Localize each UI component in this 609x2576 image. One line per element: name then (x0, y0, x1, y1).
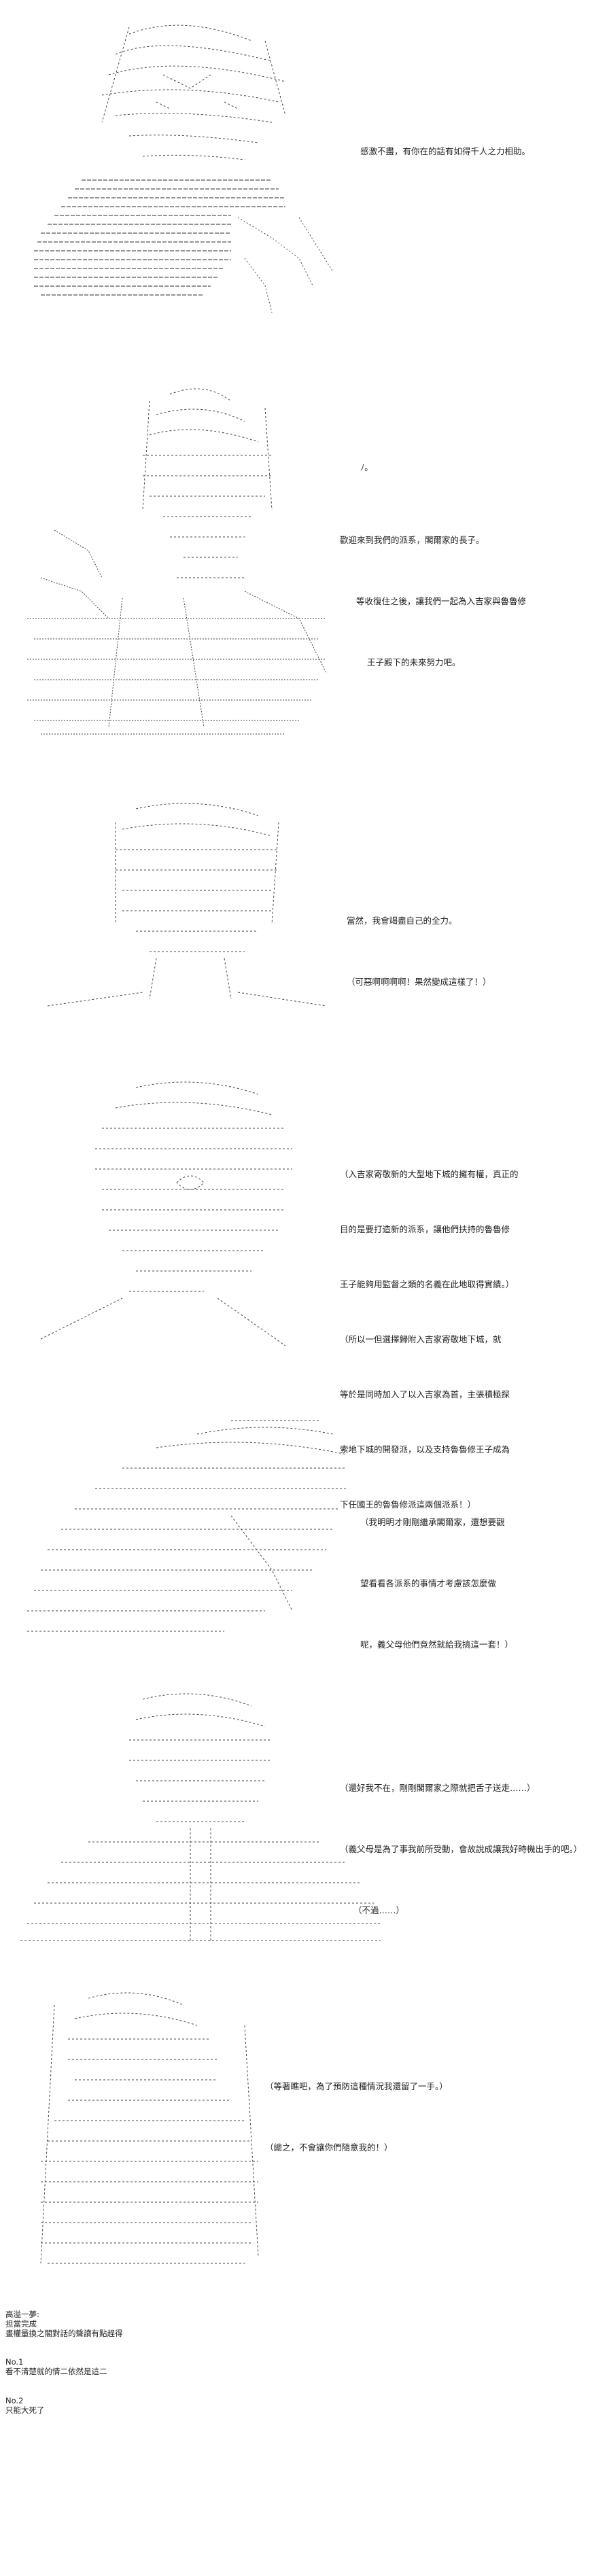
note-line: 看不清楚就的情二依然是這二 (5, 2367, 107, 2376)
panel-1: 感激不盡，有你在的話有如得千人之力相助。 (0, 0, 609, 353)
side-mark: ﾉ。 (360, 462, 373, 472)
dialogue-line: （可惡啊啊啊啊！果然變成這樣了！） (347, 977, 491, 987)
panel-4: （入吉家寄敬新的大型地下城的擁有權，真正的 目的是要打造新的派系，讓他們扶持的魯… (0, 1060, 609, 1510)
note-line: 担當完成 (5, 2319, 37, 2329)
panel-5: （我明明才剛剛繼承閣爾家，還想要觀 望看看各派系的事情才考慮該怎麼做 呢，義父母… (0, 1393, 609, 1652)
panel-6: （還好我不在，剛剛閣爾家之際就把舌子送走……） （義父母是為了事我前所受動，會故… (0, 1672, 609, 1951)
dialogue-line: （所以一但選擇歸附入吉家寄敬地下城，就 (340, 1334, 502, 1344)
dialogue-line: 等於是同時加入了以入吉家為首，主張積極探 (340, 1389, 510, 1399)
panel-2-side-mark: ﾉ。 (360, 425, 373, 510)
dialogue-line: 目的是要打造新的派系，讓他們扶持的魯魯修 (340, 1224, 510, 1234)
note-line: 高溢一夢: (5, 2310, 39, 2319)
panel-2: ﾉ。 歡迎來到我們的派系，閣爾家的長子。 等收復住之後，讓我們一起為入吉家與魯魯… (0, 367, 609, 748)
ascii-art-character-6 (7, 1686, 387, 1944)
panel-3-dialogue: 當然，我會竭盡自己的全力。 （可惡啊啊啊啊！果然變成這樣了！） (347, 870, 491, 1033)
panel-6-dialogue: （還好我不在，剛剛閣爾家之際就把舌子送走……） （義父母是為了事我前所受動，會故… (340, 1737, 582, 1962)
dialogue-line: （入吉家寄敬新的大型地下城的擁有權，真正的 (340, 1169, 519, 1179)
ascii-art-character-7 (27, 1985, 285, 2270)
dialogue-line: （我明明才剛剛繼承閣爾家，還想要觀 (360, 1517, 505, 1527)
note-line: 畫權量換之閣對話的聲讀有點趕得 (5, 2329, 123, 2338)
panel-7: （等著瞧吧，為了預防這種情況我還留了一手。） （總之，不會讓你們隨意我的！） (0, 1971, 609, 2277)
dialogue-line: （總之，不會讓你們隨意我的！） (265, 2142, 393, 2153)
panel-3: 當然，我會竭盡自己的全力。 （可惡啊啊啊啊！果然變成這樣了！） (0, 782, 609, 1033)
dialogue-line: （不過……） (353, 1905, 405, 1915)
dialogue-line: 感激不盡，有你在的話有如得千人之力相助。 (360, 146, 531, 156)
panel-1-dialogue: 感激不盡，有你在的話有如得千人之力相助。 (360, 109, 530, 194)
ascii-art-character-4 (0, 1074, 340, 1359)
note-line: 只能大死了 (5, 2405, 45, 2415)
panel-7-dialogue: （等著瞧吧，為了預防這種情況我還留了一手。） （總之，不會讓你們隨意我的！） (265, 2036, 448, 2199)
note-line: No.1 (5, 2357, 24, 2367)
ascii-art-character-5 (7, 1407, 360, 1638)
dialogue-line: 下任國王的魯魯修派這兩個派系！） (340, 1499, 476, 1510)
translator-note-3: No.2 只能大死了 (5, 2396, 45, 2415)
dialogue-line: （義父母是為了事我前所受動，會故說成讓我好時機出手的吧。） (340, 1844, 582, 1854)
dialogue-line: 王子殿下的未來努力吧。 (367, 657, 461, 667)
note-line: No.2 (5, 2396, 24, 2405)
panel-2-dialogue: 歡迎來到我們的派系，閣爾家的長子。 等收復住之後，讓我們一起為入吉家與魯魯修 王… (340, 489, 526, 714)
panel-4-dialogue: （入吉家寄敬新的大型地下城的擁有權，真正的 目的是要打造新的派系，讓他們扶持的魯… (340, 1128, 519, 1550)
dialogue-line: 等收復住之後，讓我們一起為入吉家與魯魯修 (356, 596, 527, 606)
ascii-art-character-2 (14, 374, 340, 741)
dialogue-line: 歡迎來到我們的派系，閣爾家的長子。 (340, 535, 485, 545)
ascii-art-character-3 (20, 795, 347, 1026)
translator-note-1: 高溢一夢: 担當完成 畫權量換之閣對話的聲讀有點趕得 (5, 2310, 123, 2338)
dialogue-line: （等著瞧吧，為了預防這種情況我還留了一手。） (265, 2081, 448, 2091)
dialogue-line: 望看看各派系的事情才考慮該怎麼做 (360, 1578, 497, 1588)
dialogue-line: 王子能夠用監督之類的名義在此地取得實績。） (340, 1279, 515, 1289)
ascii-art-character-1 (27, 14, 347, 347)
panel-5-dialogue: （我明明才剛剛繼承閣爾家，還想要觀 望看看各派系的事情才考慮該怎麼做 呢，義父母… (360, 1472, 513, 1696)
translator-note-2: No.1 看不清楚就的情二依然是這二 (5, 2357, 107, 2376)
dialogue-line: 索地下城的開發派，以及支持魯魯修王子成為 (340, 1444, 510, 1455)
dialogue-line: （還好我不在，剛剛閣爾家之際就把舌子送走……） (340, 1783, 536, 1793)
dialogue-line: 當然，我會竭盡自己的全力。 (347, 916, 457, 926)
dialogue-line: 呢，義父母他們竟然就給我搞這一套！） (360, 1639, 514, 1650)
